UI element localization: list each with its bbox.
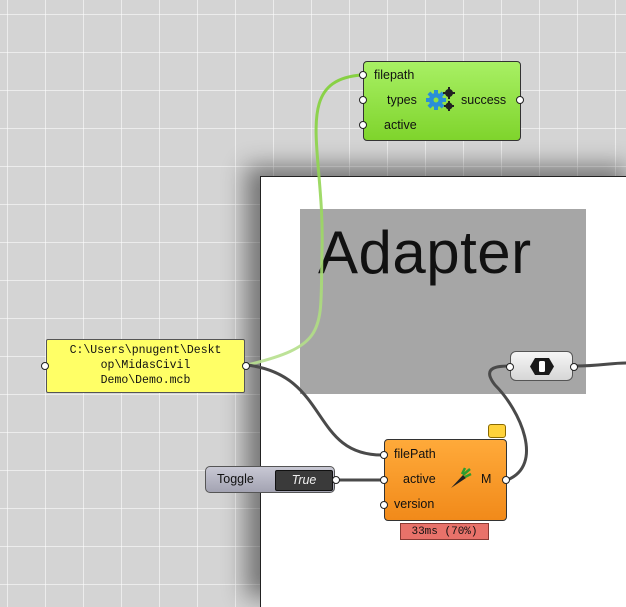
port-dot-filepath[interactable] (359, 71, 367, 79)
wire-orange-to-relay (488, 364, 528, 482)
relay-component[interactable] (510, 351, 573, 381)
toggle-value[interactable]: True (275, 470, 333, 491)
filepath-line-2: op\MidasCivil (100, 359, 191, 372)
relay-icon (530, 358, 554, 375)
input-types[interactable]: types (387, 93, 417, 107)
orange-component[interactable]: filePath active version M (384, 439, 507, 521)
input-version[interactable]: version (394, 497, 435, 511)
port-dot-filePath[interactable] (380, 451, 388, 459)
filepath-panel[interactable]: C:\Users\pnugent\Deskt op\MidasCivil Dem… (46, 339, 245, 393)
gears-icon (426, 87, 455, 111)
group-title: Adapter (318, 219, 532, 286)
input-filepath[interactable]: filepath (374, 68, 415, 82)
port-dot-m[interactable] (502, 476, 510, 484)
port-dot-success[interactable] (516, 96, 524, 104)
wires-layer (246, 73, 626, 482)
panel-input-dot[interactable] (41, 362, 49, 370)
output-success[interactable]: success (461, 93, 507, 107)
port-dot-active[interactable] (380, 476, 388, 484)
relay-input-dot[interactable] (506, 363, 514, 371)
port-dot-version[interactable] (380, 501, 388, 509)
input-filePath[interactable]: filePath (394, 447, 436, 461)
toggle-output-dot[interactable] (332, 476, 340, 484)
output-m[interactable]: M (481, 472, 492, 486)
wire-relay-out (574, 361, 626, 368)
wire-path-to-filepath (246, 73, 363, 367)
message-balloon-icon[interactable] (488, 424, 506, 438)
relay-output-dot[interactable] (570, 363, 578, 371)
boolean-toggle[interactable]: Toggle True (205, 466, 335, 493)
green-component[interactable]: filepath types active success (363, 61, 521, 141)
filepath-line-1: C:\Users\pnugent\Deskt (69, 344, 222, 357)
input-active[interactable]: active (403, 472, 436, 486)
wire-path-to-orange (246, 363, 383, 457)
port-dot-types[interactable] (359, 96, 367, 104)
port-dot-active[interactable] (359, 121, 367, 129)
filepath-line-3: Demo\Demo.mcb (100, 374, 191, 387)
input-active[interactable]: active (384, 118, 417, 132)
profiler-timing: 33ms (70%) (400, 523, 489, 540)
panel-output-dot[interactable] (242, 362, 250, 370)
toggle-label: Toggle (217, 472, 254, 486)
carrot-icon (451, 467, 472, 488)
